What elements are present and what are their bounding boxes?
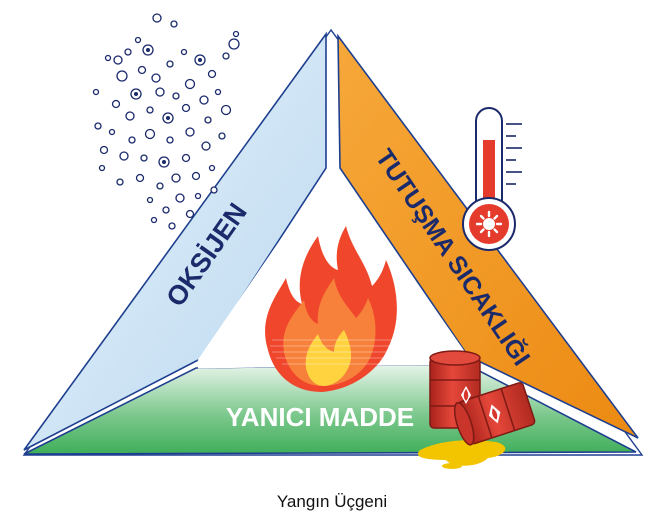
oxygen-bubble-dark — [162, 160, 166, 164]
oxygen-bubble — [181, 103, 191, 113]
oxygen-bubble — [140, 154, 148, 162]
oxygen-bubble — [94, 122, 102, 130]
oxygen-bubble — [220, 104, 232, 116]
oxygen-bubble — [171, 173, 181, 183]
diagram-caption: Yangın Üçgeni — [276, 492, 388, 511]
oxygen-bubble — [108, 128, 116, 136]
oxygen-bubble — [92, 88, 100, 96]
inner-divider-right — [330, 166, 470, 362]
oxygen-bubble — [104, 54, 112, 62]
oxygen-bubble — [207, 69, 217, 79]
oxygen-bubble — [116, 70, 128, 82]
oxygen-bubble — [151, 73, 161, 83]
oxygen-bubble — [228, 38, 240, 50]
oxygen-bubble — [208, 164, 216, 172]
oxygen-bubble — [146, 106, 154, 114]
oxygen-bubble — [181, 153, 191, 163]
oxygen-bubble — [218, 132, 226, 140]
oxygen-bubble — [168, 222, 176, 230]
thermometer-icon — [462, 107, 522, 251]
fire-flame-icon — [265, 226, 398, 392]
oxygen-bubble — [144, 128, 156, 140]
oxygen-bubble — [99, 145, 109, 155]
oxygen-bubble — [170, 20, 178, 28]
oxygen-bubble — [204, 116, 212, 124]
oxygen-bubble — [175, 193, 185, 203]
oxygen-bubble — [124, 48, 132, 56]
oxygen-bubble — [185, 209, 195, 219]
oxygen-bubble — [172, 92, 180, 100]
oxygen-bubble — [214, 88, 222, 96]
oxygen-bubble — [180, 48, 188, 56]
oxygen-bubble — [128, 136, 136, 144]
oxygen-bubble — [162, 206, 170, 214]
oxygen-bubble-dark — [198, 58, 202, 62]
fuel-label: YANICI MADDE — [226, 402, 414, 432]
oxygen-bubble — [156, 182, 164, 190]
oxygen-bubble-dark — [134, 92, 138, 96]
oxygen-bubble — [184, 78, 196, 90]
oxygen-bubble — [150, 216, 158, 224]
oxygen-bubble — [232, 30, 240, 38]
oxygen-bubbles-icon — [92, 13, 240, 230]
oxygen-bubble — [125, 111, 135, 121]
oxygen-bubble — [199, 95, 209, 105]
oxygen-bubble — [152, 13, 162, 23]
oxygen-bubble — [113, 55, 123, 65]
oxygen-bubble — [155, 87, 165, 97]
oxygen-bubble — [210, 186, 218, 194]
oxygen-bubble — [201, 141, 211, 151]
oxygen-bubble — [111, 99, 121, 109]
oxygen-bubble — [194, 192, 202, 200]
oxygen-bubble — [166, 136, 174, 144]
oxygen-bubble — [185, 127, 195, 137]
oxygen-bubble — [222, 52, 230, 60]
oxygen-bubble-dark — [146, 48, 150, 52]
oxygen-bubble — [191, 171, 201, 181]
oxygen-bubble — [116, 178, 124, 186]
fuel-barrels-icon — [417, 350, 536, 469]
oxygen-bubble — [98, 164, 106, 172]
oxygen-bubble — [166, 60, 174, 68]
oxygen-bubble — [135, 173, 145, 183]
oxygen-bubble — [134, 36, 142, 44]
oxygen-bubble — [137, 65, 147, 75]
oxygen-bubble — [119, 151, 129, 161]
oxygen-bubble — [146, 196, 154, 204]
oxygen-bubble-dark — [166, 116, 170, 120]
